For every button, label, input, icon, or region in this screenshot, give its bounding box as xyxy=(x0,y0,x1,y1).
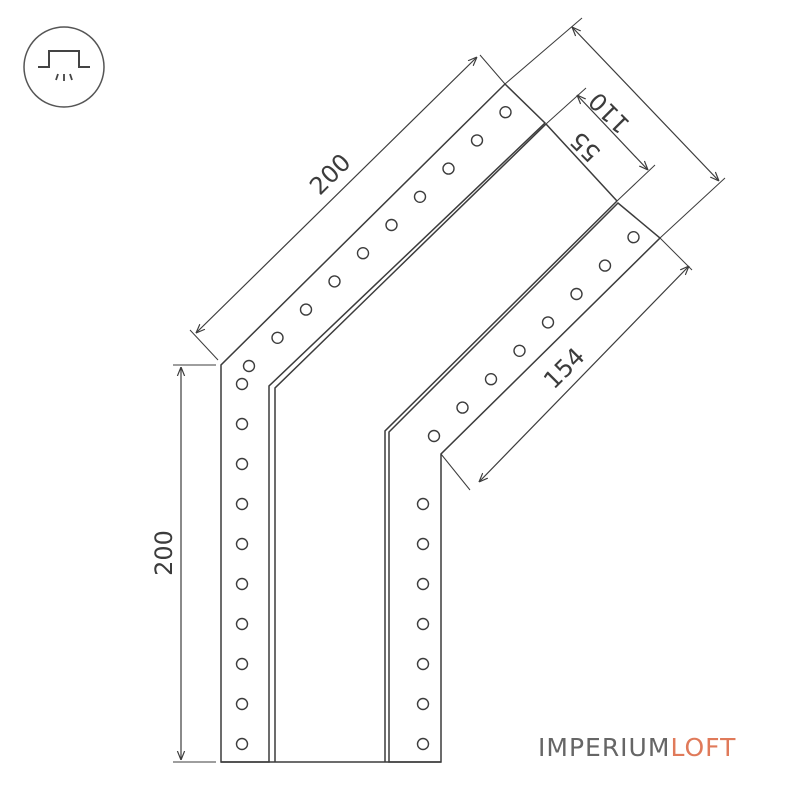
mounting-hole xyxy=(356,246,370,260)
ceiling-mount-icon xyxy=(23,26,105,108)
mounting-hole xyxy=(416,497,430,511)
dim-left-height: 200 xyxy=(150,530,178,576)
left-inner-edge xyxy=(274,123,547,762)
mounting-hole xyxy=(416,537,430,551)
mounting-hole xyxy=(235,377,249,391)
mounting-hole xyxy=(271,331,284,344)
mounting-hole xyxy=(456,401,469,414)
mounting-hole xyxy=(328,275,341,288)
left-strip xyxy=(220,82,547,763)
mounting-hole xyxy=(416,577,430,591)
brand-logo-part1: IMPERIUM xyxy=(538,733,671,762)
mounting-hole xyxy=(427,429,441,443)
mounting-hole xyxy=(416,697,430,711)
dimension-lines xyxy=(181,27,719,760)
mounting-hole xyxy=(235,417,249,431)
brand-logo-part2: LOFT xyxy=(670,733,737,762)
mounting-hole xyxy=(598,259,612,272)
right-strip xyxy=(388,201,662,763)
mounting-hole xyxy=(413,190,427,204)
dim-channel-width: 55 xyxy=(565,126,606,167)
right-inner-edge xyxy=(384,200,618,762)
mounting-hole xyxy=(416,617,430,631)
mounting-hole xyxy=(235,697,249,711)
mounting-hole xyxy=(541,316,555,329)
mounting-hole xyxy=(499,105,512,119)
mounting-hole xyxy=(385,218,398,232)
mounting-hole xyxy=(570,287,583,301)
mounting-holes xyxy=(235,105,640,751)
extension-lines xyxy=(173,17,726,763)
brand-logo: IMPERIUMLOFT xyxy=(538,733,736,762)
mounting-hole xyxy=(235,617,249,631)
mounting-hole xyxy=(484,373,498,386)
mounting-hole xyxy=(416,657,430,671)
bracket-outline xyxy=(220,82,662,763)
mounting-hole xyxy=(442,162,455,175)
mounting-hole xyxy=(235,657,249,671)
mounting-hole xyxy=(235,457,249,471)
mounting-hole xyxy=(235,737,249,751)
mounting-hole xyxy=(299,303,313,316)
mounting-hole xyxy=(627,230,640,244)
dim-total-width: 110 xyxy=(583,87,635,139)
mounting-hole xyxy=(513,344,526,357)
dim-top-length: 200 xyxy=(304,148,356,200)
mounting-hole xyxy=(242,359,256,373)
mounting-hole xyxy=(416,737,430,751)
mounting-hole xyxy=(235,577,249,591)
mounting-hole xyxy=(470,134,484,147)
mounting-hole xyxy=(235,497,249,511)
mounting-hole xyxy=(235,537,249,551)
